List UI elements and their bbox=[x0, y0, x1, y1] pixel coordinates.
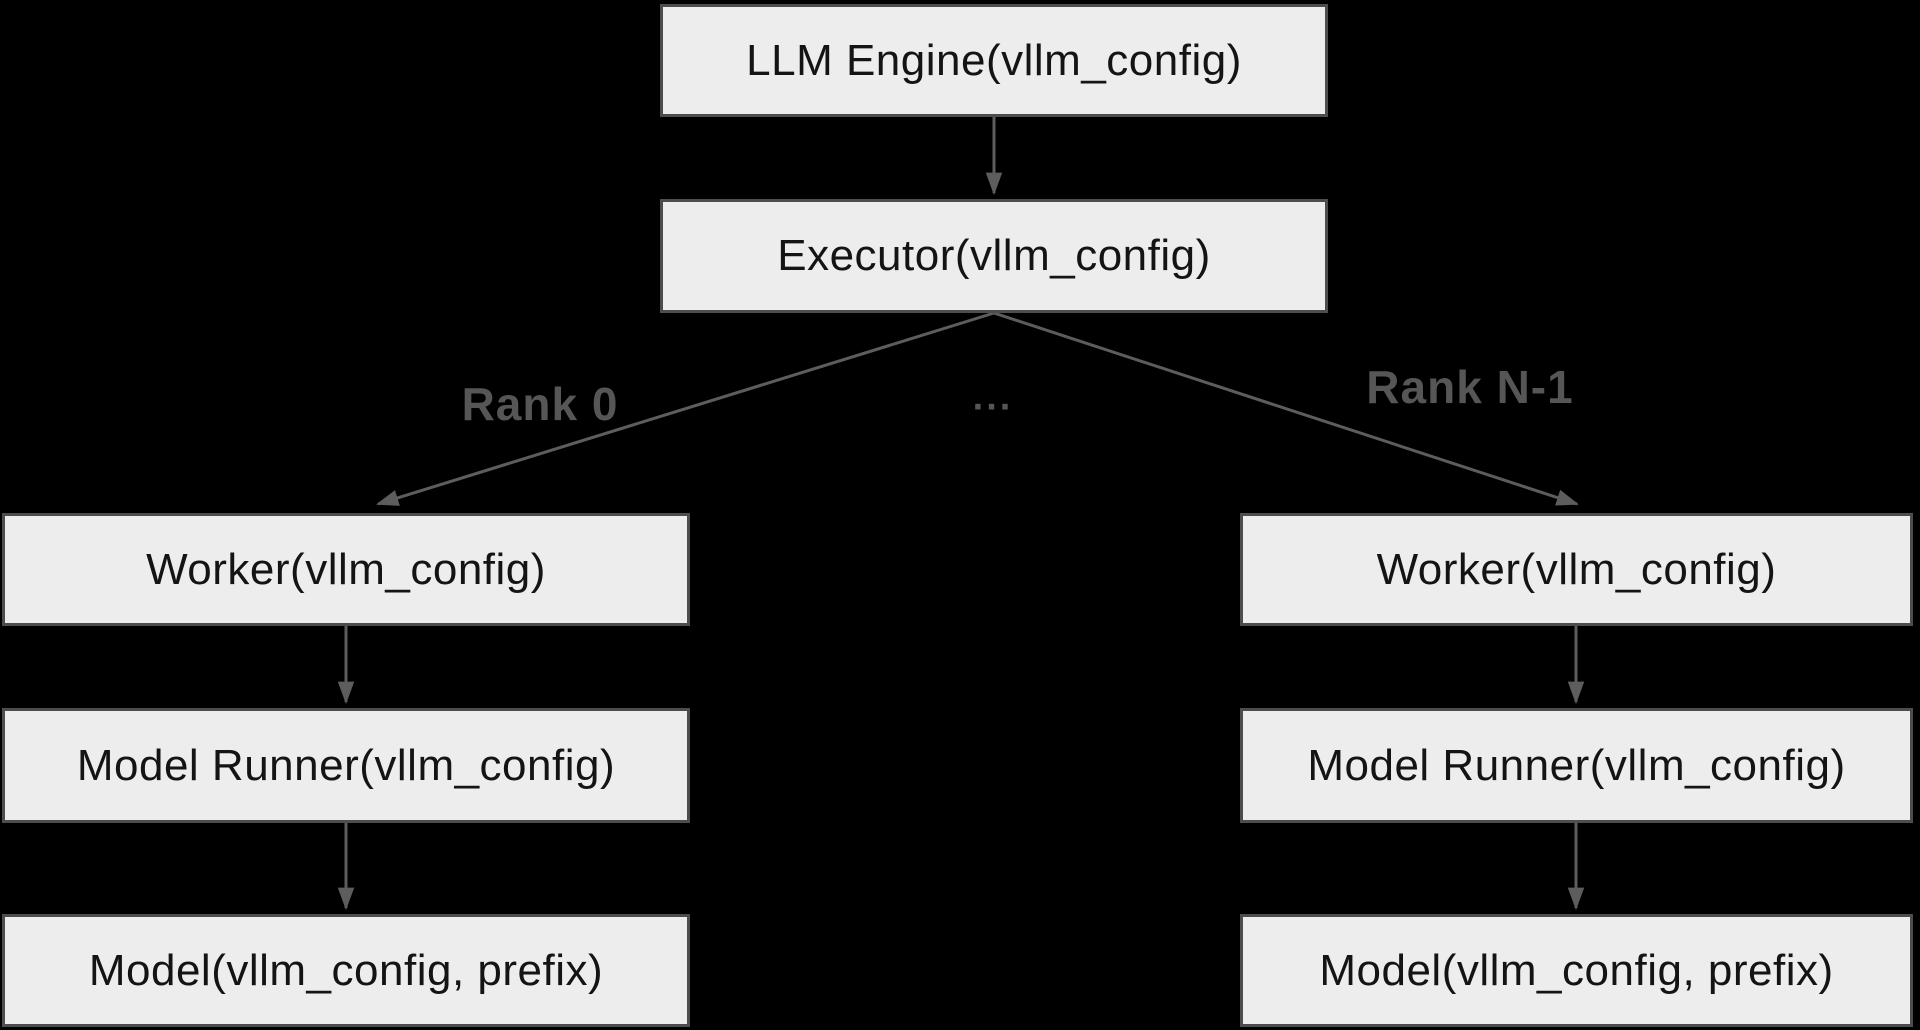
arrow-executor-to-worker-rankn bbox=[993, 311, 1579, 506]
edge-label-rank-n-1: Rank N-1 bbox=[1366, 361, 1574, 413]
node-worker-rank0: Worker(vllm_config) bbox=[2, 513, 690, 626]
node-model-runner-rank0: Model Runner(vllm_config) bbox=[2, 708, 690, 823]
node-executor: Executor(vllm_config) bbox=[660, 199, 1328, 313]
node-worker-rankn: Worker(vllm_config) bbox=[1240, 513, 1913, 626]
arrow-executor-to-worker-rank0 bbox=[375, 311, 995, 506]
node-llm-engine: LLM Engine(vllm_config) bbox=[660, 4, 1328, 117]
edge-label-rank-0: Rank 0 bbox=[461, 378, 619, 430]
node-model-runner-rankn: Model Runner(vllm_config) bbox=[1240, 708, 1913, 823]
node-model-rankn: Model(vllm_config, prefix) bbox=[1240, 914, 1913, 1027]
node-model-rank0: Model(vllm_config, prefix) bbox=[2, 914, 690, 1027]
edge-label-ellipsis: ... bbox=[972, 376, 1014, 419]
